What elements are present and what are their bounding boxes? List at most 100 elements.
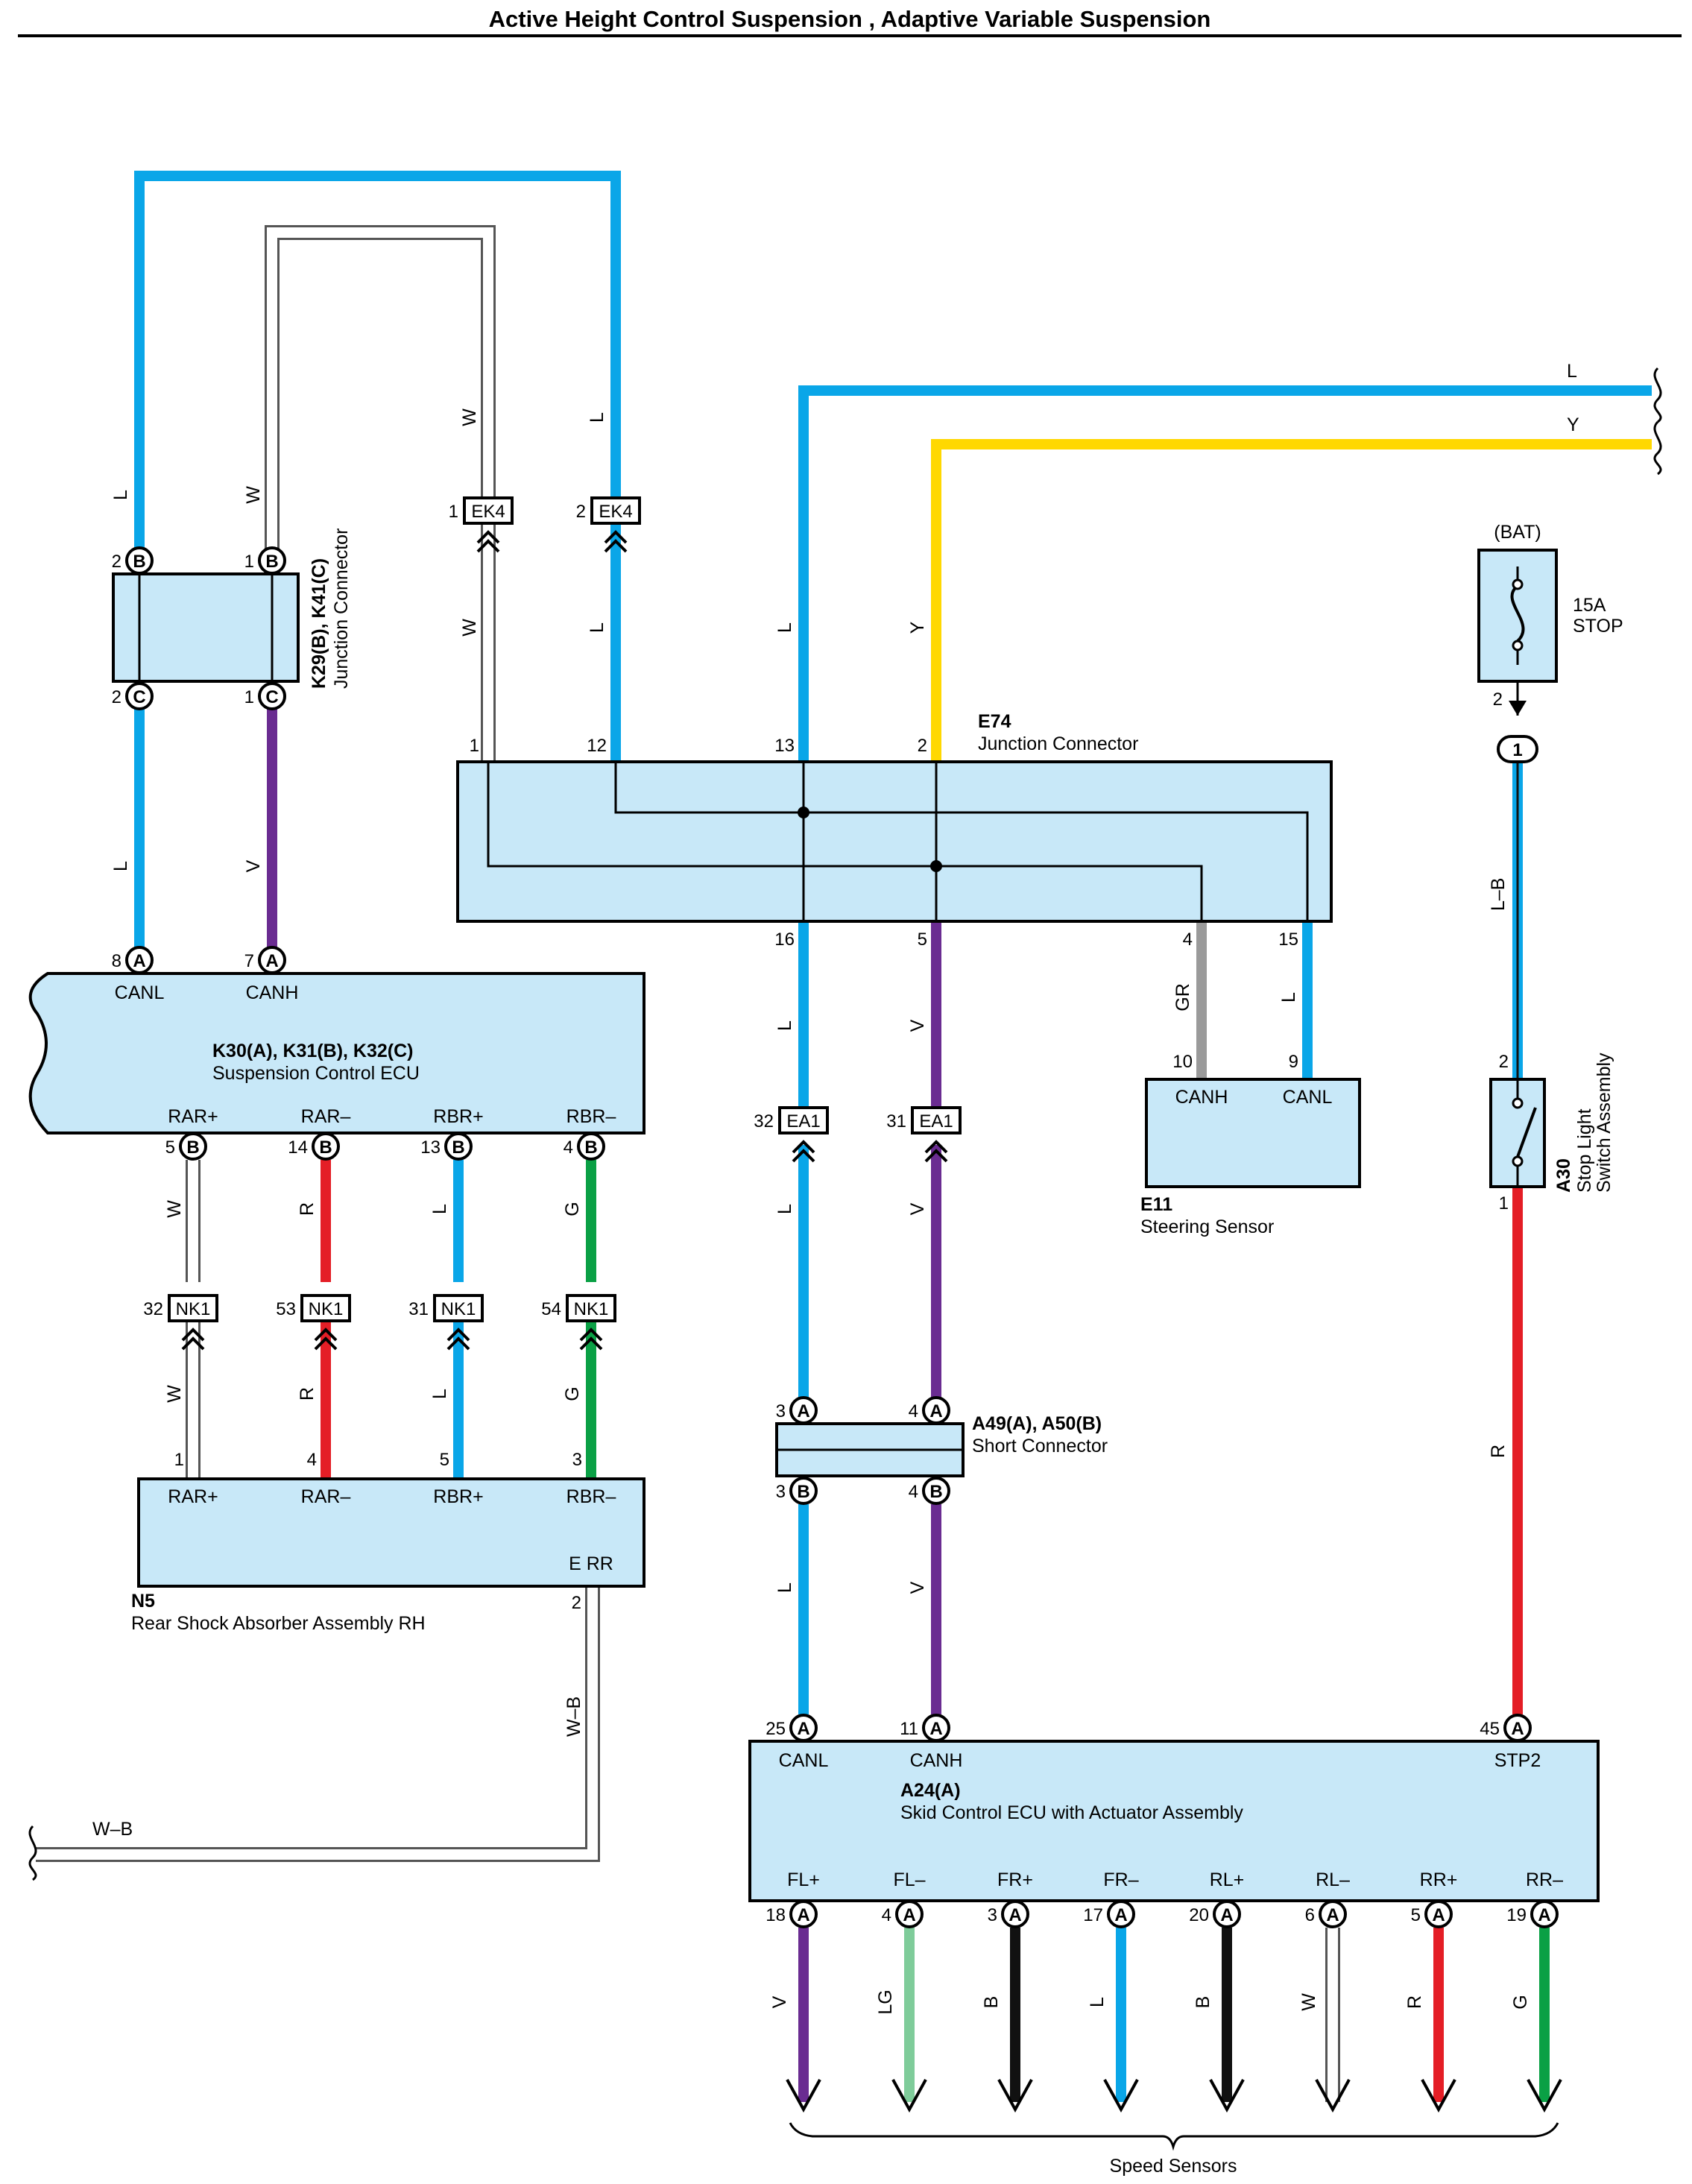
a24-term-1: FL– <box>893 1869 925 1890</box>
wire-speed-7-arrow <box>1527 2079 1562 2113</box>
a49-pin-4a: A4 <box>909 1396 950 1424</box>
junction-dot <box>798 807 809 818</box>
a50-pin-4b-letter: B <box>929 1482 942 1502</box>
wire-label-speed-0: V <box>769 1995 790 2008</box>
n5-term-rar-minus: RAR– <box>301 1486 351 1507</box>
e11-term-canl: CANL <box>1283 1087 1333 1108</box>
a24-bottom-pin-1: A4 <box>882 1900 924 1928</box>
wire-l-main <box>798 385 1652 762</box>
k29-pin-2c-number: 2 <box>112 687 121 707</box>
a49-name: Short Connector <box>972 1436 1108 1456</box>
a30-bottom-pin: 1 <box>1499 1193 1509 1213</box>
k30-term-rar-minus: RAR– <box>301 1106 351 1127</box>
k29-pin-2b: B2 <box>112 546 154 575</box>
a24-term-7: RR– <box>1526 1869 1563 1890</box>
k29-pin-1c: C1 <box>244 682 286 710</box>
e74-junction-connector: E74 Junction Connector <box>456 711 1333 923</box>
a24-skid-control-ecu: CANL CANH STP2 A24(A) Skid Control ECU w… <box>748 1740 1600 1902</box>
wire-label-a49-lower-v: V <box>907 1581 928 1594</box>
a24-bottom-pin-3-number: 17 <box>1083 1905 1103 1925</box>
wire-label-k29-l: L <box>110 490 131 500</box>
wire-label-nk1-down-1: R <box>297 1387 318 1401</box>
down-number: 1 <box>449 502 458 522</box>
up-tag: EA1 <box>786 1111 820 1132</box>
wire-speed-5-arrow <box>1315 2079 1351 2113</box>
e11-name: Steering Sensor <box>1140 1216 1274 1237</box>
k29-pin-1b-number: 1 <box>244 552 254 572</box>
a24-pin-45a-letter: A <box>1511 1719 1524 1739</box>
a24-term-stp2: STP2 <box>1494 1750 1541 1771</box>
wire-speed-4-arrow <box>1209 2079 1245 2113</box>
k30-pin-13b-letter: B <box>452 1137 464 1158</box>
down-tag: EK4 <box>471 502 505 522</box>
a50-pin-3b-number: 3 <box>776 1482 786 1502</box>
e74-code: E74 <box>978 711 1011 732</box>
wire-label-nk1-down-3: G <box>562 1386 583 1401</box>
a24-bottom-pin-2: A3 <box>988 1900 1029 1928</box>
e74-top-pin-12: 12 <box>587 736 607 756</box>
a50-pin-3b: B3 <box>776 1477 818 1505</box>
speed-sensor-brace <box>789 2122 1559 2151</box>
a49-pin-4a-number: 4 <box>909 1401 918 1421</box>
a24-bottom-pin-4-number: 20 <box>1189 1905 1209 1925</box>
a24-pin-25a-number: 25 <box>765 1719 786 1739</box>
wire-label-nk1-down-0: W <box>164 1385 185 1403</box>
a30-code: A30 <box>1553 1158 1574 1193</box>
a24-bottom-pin-7-letter: A <box>1538 1905 1550 1925</box>
a24-bottom-pin-6: A5 <box>1411 1900 1453 1928</box>
wire-label-a49-lower-l: L <box>774 1582 795 1593</box>
n5-term-rbr-minus: RBR– <box>566 1486 616 1507</box>
wire-speed-1-arrow <box>891 2079 927 2113</box>
wire-label-e74-upper-y: Y <box>907 621 928 634</box>
a24-term-canh: CANH <box>910 1750 963 1771</box>
n5-name: Rear Shock Absorber Assembly RH <box>131 1613 426 1634</box>
a24-pin-11a: A11 <box>900 1714 950 1742</box>
a49-code: A49(A), A50(B) <box>972 1413 1102 1434</box>
wire-label-ek4-lower-l: L <box>587 622 607 633</box>
wire-label-speed-7: G <box>1510 1995 1531 2009</box>
wire-label-k30-down-2: L <box>429 1204 450 1214</box>
down-number: 53 <box>276 1299 296 1319</box>
a24-bottom-pin-0-letter: A <box>797 1905 809 1925</box>
n5-pin-3: 3 <box>572 1450 582 1470</box>
k30-pin-7a-number: 7 <box>244 951 254 971</box>
a24-term-3: FR– <box>1103 1869 1138 1890</box>
a49-short-connector: A49(A), A50(B) Short Connector <box>775 1413 1108 1477</box>
down-tag: NK1 <box>574 1299 609 1319</box>
fuse-source: (BAT) <box>1494 522 1541 543</box>
a24-pin-45a: A45 <box>1480 1714 1532 1742</box>
wire-speed-6-arrow <box>1421 2079 1456 2113</box>
e74-bottom-pin-15: 15 <box>1278 930 1298 950</box>
page-title: Active Height Control Suspension , Adapt… <box>489 6 1211 32</box>
k29-pin-1c-number: 1 <box>244 687 254 707</box>
a24-bottom-pin-6-number: 5 <box>1411 1905 1421 1925</box>
down: EK4 1 <box>449 496 514 553</box>
k30-term-rar-plus: RAR+ <box>168 1106 218 1127</box>
k30-term-canh: CANH <box>246 982 299 1003</box>
a24-bottom-pin-5-number: 6 <box>1305 1905 1315 1925</box>
a50-pin-4b: B4 <box>909 1477 950 1505</box>
a30-top-pin: 2 <box>1499 1052 1509 1072</box>
wire-label-stop-r: R <box>1488 1445 1509 1458</box>
k30-code: K30(A), K31(B), K32(C) <box>212 1041 413 1061</box>
a24-name: Skid Control ECU with Actuator Assembly <box>900 1802 1243 1823</box>
n5-term-ground: E RR <box>569 1553 613 1574</box>
wire-wb-ground <box>36 1586 600 1862</box>
k30-pin-5b: B5 <box>165 1132 207 1161</box>
wire-label-speed-5: W <box>1298 1993 1319 2011</box>
a24-term-2: FR+ <box>997 1869 1033 1890</box>
a24-pin-25a: A25 <box>765 1714 818 1742</box>
wire-w-top-loop <box>265 225 496 561</box>
wire-label-ek4-lower-w: W <box>459 619 480 637</box>
fuse-rating: 15A <box>1573 595 1606 616</box>
a24-term-canl: CANL <box>779 1750 829 1771</box>
a30-name-2: Switch Assembly <box>1594 1052 1614 1193</box>
a30-stop-light-switch: 2 1 A30 Stop Light Switch Assembly <box>1489 1052 1614 1213</box>
break-mark-left-wb <box>28 1825 37 1881</box>
wire-l-top-loop <box>134 171 621 561</box>
